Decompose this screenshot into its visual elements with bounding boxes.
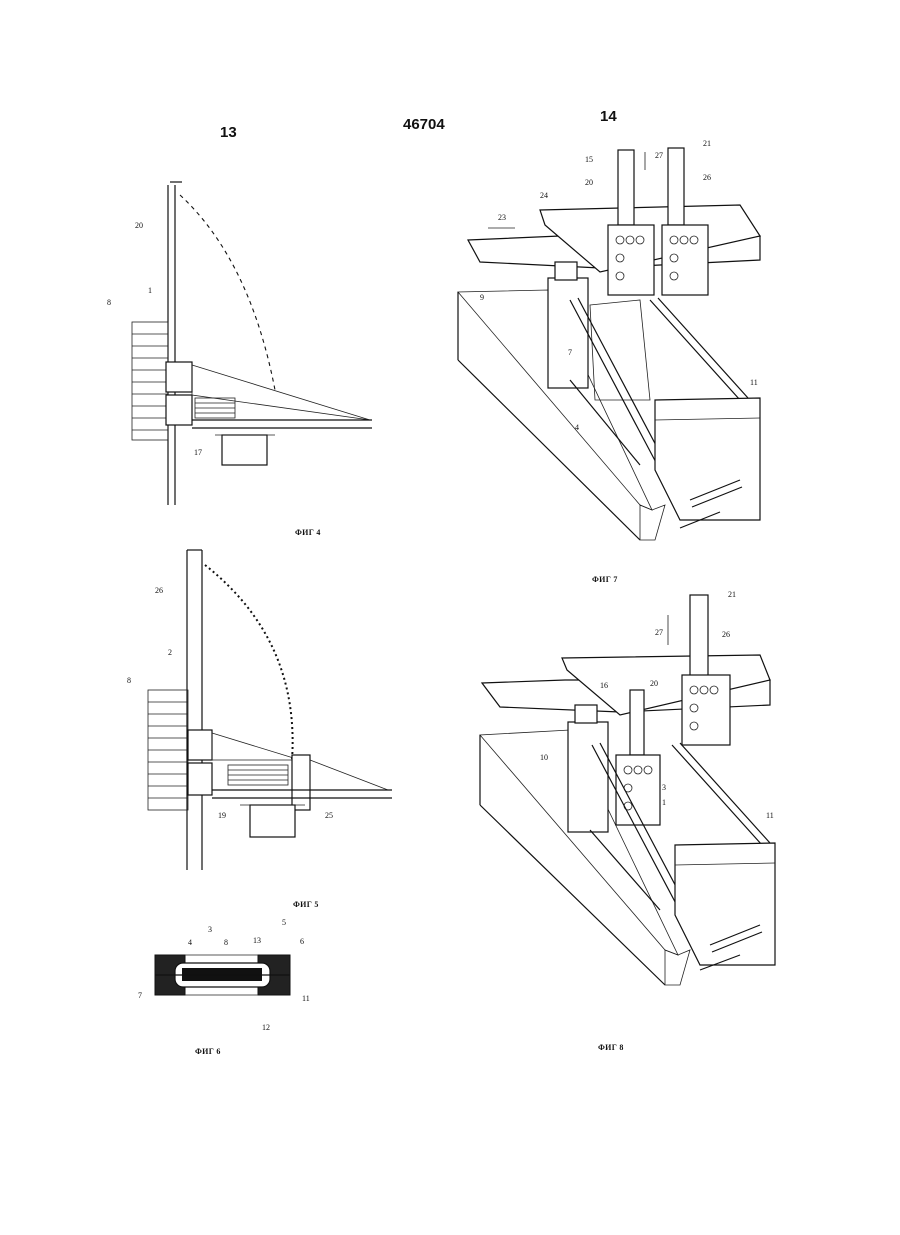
- fig8-label-11: 11: [766, 811, 774, 820]
- fig8-label-16: 16: [600, 681, 608, 690]
- fig8-label-20: 20: [650, 679, 658, 688]
- figure-8-caption: ФИГ 8: [598, 1043, 624, 1052]
- fig8-label-1: 1: [662, 798, 666, 807]
- fig8-label-27: 27: [655, 628, 663, 637]
- fig8-support-post: [568, 705, 608, 832]
- fig8-label-3: 3: [662, 783, 666, 792]
- fig8-label-26: 26: [722, 630, 730, 639]
- fig8-label-21: 21: [728, 590, 736, 599]
- fig8-label-10: 10: [540, 753, 548, 762]
